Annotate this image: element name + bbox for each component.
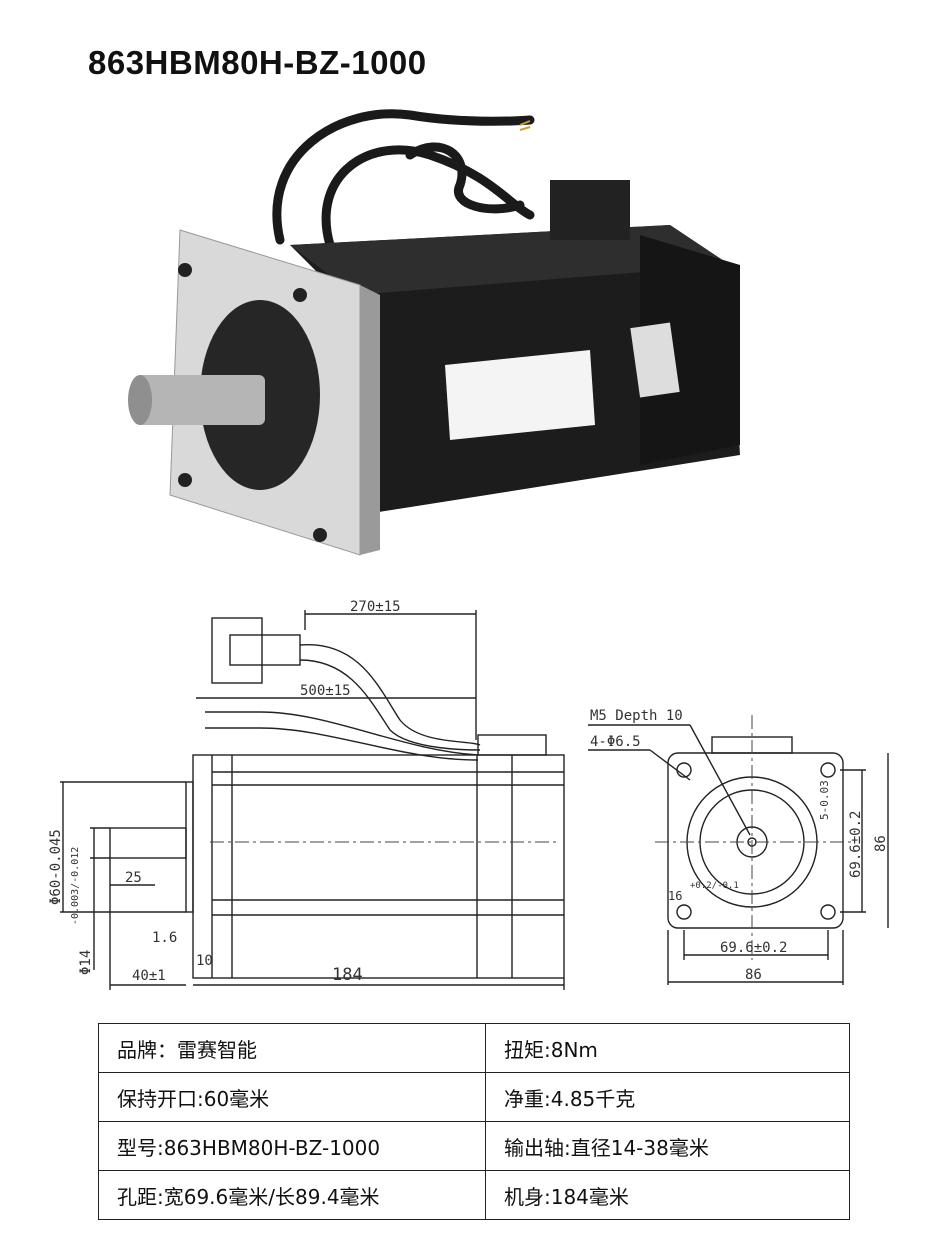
- spec-holding-opening: 保持开口:60毫米: [98, 1072, 486, 1122]
- dim-side-vertical: 86: [873, 835, 889, 852]
- dim-hole-pitch-vertical: 69.6±0.2: [848, 811, 864, 878]
- table-row: 保持开口:60毫米净重:4.85千克: [98, 1072, 850, 1122]
- dim-cable-270: 270±15: [350, 599, 401, 615]
- dim-shaft-length: 40±1: [132, 968, 166, 984]
- dim-flange-dia: Φ60-0.045: [48, 829, 64, 905]
- dim-hole-pitch-horizontal: 69.6±0.2: [720, 940, 787, 956]
- spec-table: 品牌：雷赛智能扭矩:8Nm 保持开口:60毫米净重:4.85千克 型号:863H…: [98, 1023, 850, 1220]
- cable-icon: [272, 109, 535, 250]
- spec-torque: 扭矩:8Nm: [485, 1023, 850, 1073]
- table-row: 品牌：雷赛智能扭矩:8Nm: [98, 1023, 850, 1073]
- dim-key-height-tol: +0.2/-0.1: [690, 881, 739, 891]
- dimension-drawing: 270±15 500±15 Φ60-0.045 Φ14 -0.003/-0.01…: [48, 599, 889, 990]
- dim-side-horizontal: 86: [745, 967, 762, 983]
- spec-net-weight: 净重:4.85千克: [485, 1072, 850, 1122]
- dim-body-length: 184: [332, 965, 363, 985]
- dim-shaft-dia: Φ14: [78, 950, 94, 975]
- dim-thread: M5 Depth 10: [590, 708, 683, 724]
- motor-photo: [128, 109, 740, 556]
- spec-output-shaft: 输出轴:直径14-38毫米: [485, 1121, 850, 1171]
- spec-brand: 品牌：雷赛智能: [98, 1023, 486, 1073]
- spec-model: 型号:863HBM80H-BZ-1000: [98, 1121, 486, 1171]
- dim-shaft-tol: -0.003/-0.012: [70, 847, 81, 925]
- dim-step: 1.6: [152, 930, 177, 946]
- dim-cable-500: 500±15: [300, 683, 351, 699]
- spec-hole-spacing: 孔距:宽69.6毫米/长89.4毫米: [98, 1170, 486, 1220]
- dim-key-length: 25: [125, 870, 142, 886]
- dim-key-width: 5-0.03: [818, 780, 831, 820]
- product-title: 863HBM80H-BZ-1000: [88, 44, 427, 81]
- spec-body-length: 机身:184毫米: [485, 1170, 850, 1220]
- table-row: 孔距:宽69.6毫米/长89.4毫米机身:184毫米: [98, 1170, 850, 1220]
- dim-holes: 4-Φ6.5: [590, 734, 641, 750]
- dim-flange-thickness: 10: [196, 953, 213, 969]
- dim-key-height: 16: [668, 889, 682, 903]
